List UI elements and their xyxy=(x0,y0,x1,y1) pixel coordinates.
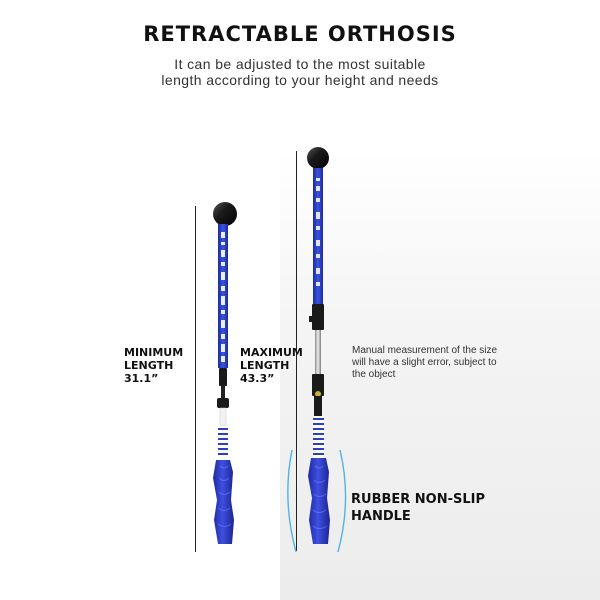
rubber-grip xyxy=(213,460,234,544)
subtitle-line-1: It can be adjusted to the most suitable xyxy=(174,56,426,72)
subtitle-line-2: length according to your height and need… xyxy=(161,72,439,88)
measurement-note: Manual measurement of the size will have… xyxy=(352,345,498,380)
page-title: RETRACTABLE ORTHOSIS xyxy=(143,22,457,46)
trainer-shaft xyxy=(313,168,323,304)
maximum-length-label: MAXIMUM LENGTH 43.3” xyxy=(240,346,303,385)
handle-label: RUBBER NON-SLIP HANDLE xyxy=(351,492,486,524)
shaft-lettering xyxy=(316,178,320,286)
maximum-length-line xyxy=(296,151,297,551)
lock-collar xyxy=(312,304,324,330)
golf-swing-trainer-extended-image xyxy=(287,147,347,553)
grip-highlight-arc-right xyxy=(337,449,347,553)
striped-neck xyxy=(313,416,324,458)
grip-highlight-arc-left xyxy=(287,449,297,553)
minimum-length-line xyxy=(195,206,196,552)
adjust-knob xyxy=(217,398,229,408)
weighted-ball-icon xyxy=(307,147,329,169)
page-subtitle: It can be adjusted to the most suitable … xyxy=(0,56,600,88)
golf-swing-trainer-short-image xyxy=(213,202,237,544)
minimum-length-label: MINIMUM LENGTH 31.1” xyxy=(124,346,184,385)
lock-collar xyxy=(219,368,227,386)
background-panel xyxy=(280,150,600,600)
rubber-grip xyxy=(308,458,330,544)
adjust-knob xyxy=(312,374,324,396)
shaft-lettering xyxy=(221,232,225,362)
weighted-ball-icon xyxy=(213,202,237,226)
telescopic-metal-section xyxy=(315,330,321,374)
striped-neck xyxy=(218,426,228,460)
